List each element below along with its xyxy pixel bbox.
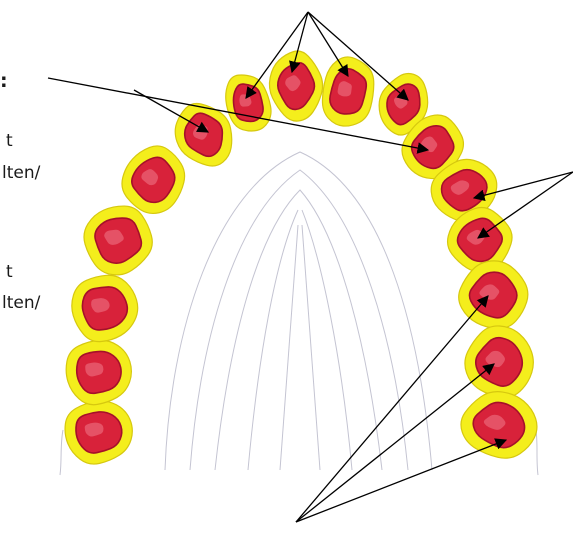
tooth-right-molar-2 [465, 326, 533, 398]
label-left-1b: lten/ [2, 165, 40, 182]
tooth-left-molar-3 [63, 399, 134, 466]
label-top-left: : [0, 72, 8, 91]
arrow-bottom-1 [296, 296, 488, 522]
arrow-bottom-2 [296, 364, 494, 522]
arrow-bottom-3 [296, 440, 506, 522]
label-left-2b: lten/ [2, 295, 40, 312]
tooth-right-molar-3 [458, 389, 539, 461]
tooth-left-central-incisor [267, 49, 326, 123]
tooth-left-molar-1 [69, 273, 140, 344]
tooth-left-molar-2 [66, 340, 131, 405]
label-left-1a: t [6, 133, 13, 150]
label-left-2a: t [6, 264, 13, 281]
